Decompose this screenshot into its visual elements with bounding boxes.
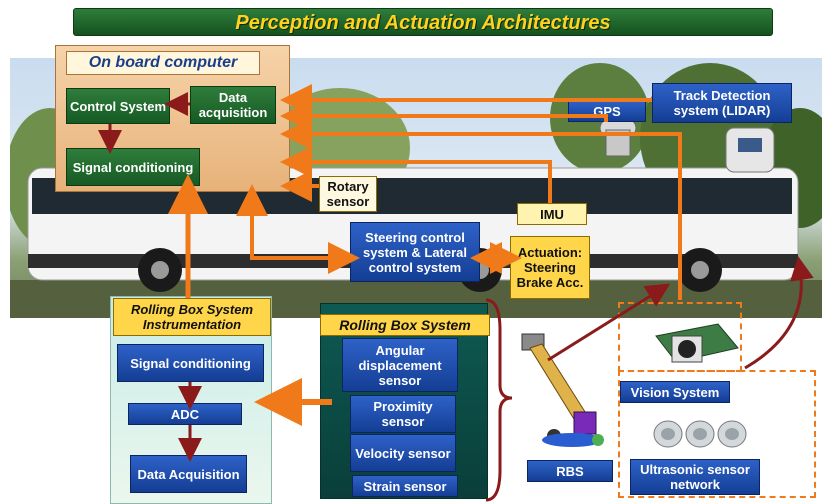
sensors-dashed-region	[618, 370, 816, 498]
proximity-sensor-box: Proximity sensor	[350, 395, 456, 433]
imu-box: IMU	[517, 203, 587, 225]
data-acquisition-box: Data acquisition	[190, 86, 276, 124]
connector-vision-to-bus	[744, 256, 814, 370]
arrow-imu-to-onboard	[280, 146, 552, 203]
track-detection-box: Track Detection system (LIDAR)	[652, 83, 792, 123]
control-system-box: Control System	[66, 88, 170, 124]
rbs-label-box: RBS	[527, 460, 613, 482]
strain-sensor-box: Strain sensor	[352, 475, 458, 497]
arrow-vision-to-onboard	[280, 118, 682, 300]
velocity-sensor-box: Velocity sensor	[350, 434, 456, 472]
rbs-signal-conditioning-box: Signal conditioning	[117, 344, 264, 382]
rolling-box-heading: Rolling Box System	[320, 314, 490, 336]
angular-displacement-sensor-box: Angular displacement sensor	[342, 338, 458, 392]
steering-control-box: Steering control system & Lateral contro…	[350, 222, 480, 282]
rotary-sensor-box: Rotary sensor	[319, 176, 377, 212]
vision-system-box: Vision System	[620, 381, 730, 403]
rbs-device-image	[512, 328, 610, 448]
brace-rolling-box	[485, 298, 513, 502]
actuation-box: Actuation: Steering Brake Acc.	[510, 236, 590, 299]
ultrasonic-sensors-image	[650, 410, 752, 454]
rbs-instrumentation-heading: Rolling Box System Instrumentation	[113, 298, 271, 336]
arrow-gps-to-onboard	[280, 100, 608, 132]
diagram-title: Perception and Actuation Architectures	[73, 8, 773, 36]
connector-rbs-to-bus	[547, 283, 671, 362]
ultrasonic-network-box: Ultrasonic sensor network	[630, 459, 760, 495]
onboard-computer-heading: On board computer	[66, 51, 260, 75]
arrow-onboard-to-steering	[250, 196, 360, 274]
camera-image	[648, 318, 742, 380]
